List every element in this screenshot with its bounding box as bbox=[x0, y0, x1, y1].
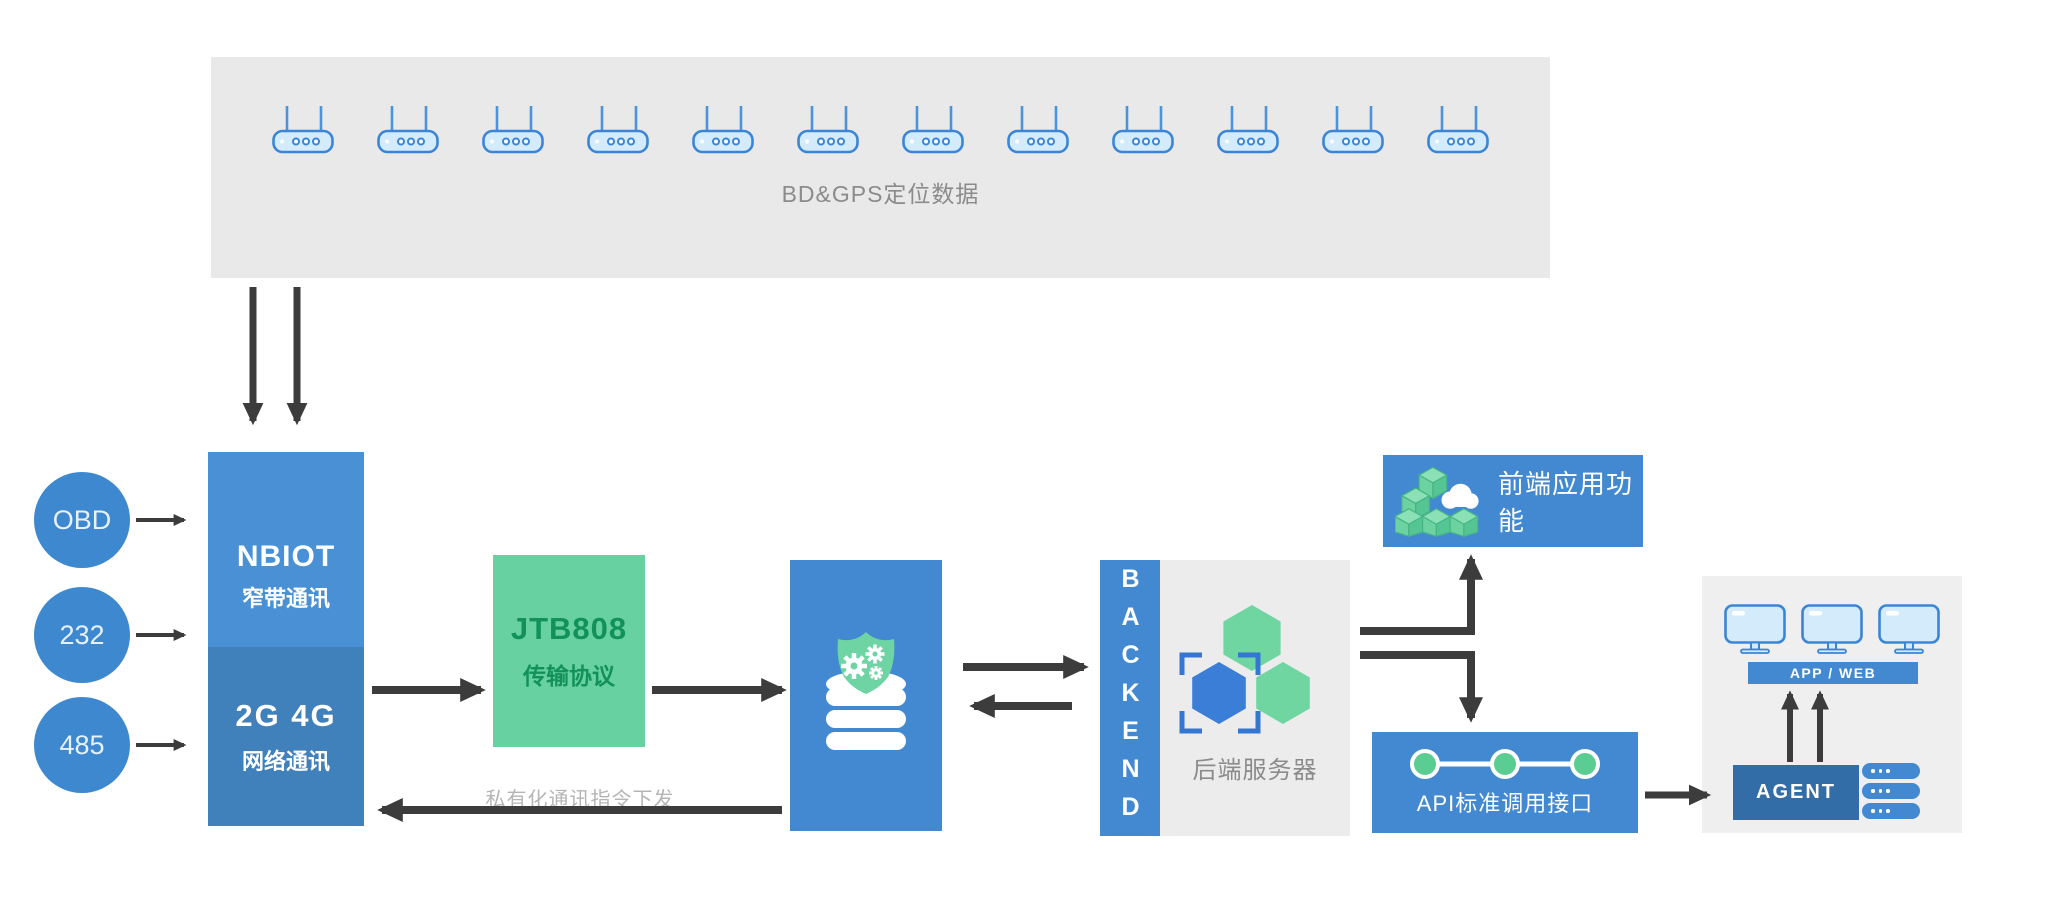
return-command-label: 私有化通讯指令下发 bbox=[485, 789, 675, 811]
protocol-box: JTB808 传输协议 bbox=[493, 555, 645, 747]
client-panel: APP / WEB AGENT bbox=[1702, 576, 1962, 833]
server-rack-icon bbox=[1862, 763, 1920, 779]
gateway-nbiot-title: NBIOT bbox=[236, 540, 336, 573]
api-box: API标准调用接口 bbox=[1372, 732, 1638, 833]
router-icon bbox=[1217, 106, 1279, 154]
frontend-label: 前端应用功能 bbox=[1498, 469, 1634, 536]
monitor-row bbox=[1702, 604, 1962, 654]
api-label: API标准调用接口 bbox=[1416, 791, 1594, 816]
router-icon bbox=[377, 106, 439, 154]
arrow-backend-to-api bbox=[1360, 651, 1483, 723]
desktop-monitor-icon bbox=[1878, 604, 1940, 654]
router-icon bbox=[272, 106, 334, 154]
gateway-box: NBIOT 窄带通讯 2G 4G 网络通讯 bbox=[208, 452, 364, 826]
router-icon bbox=[902, 106, 964, 154]
arrow-backend-to-frontend bbox=[1360, 554, 1483, 635]
devices-caption: BD&GPS定位数据 bbox=[781, 181, 980, 207]
gateway-2g4g-title: 2G 4G bbox=[235, 697, 337, 733]
server-stack bbox=[1862, 763, 1920, 819]
server-rack-icon bbox=[1862, 803, 1920, 819]
router-icon bbox=[1427, 106, 1489, 154]
router-icon bbox=[1112, 106, 1174, 154]
protocol-subtitle: 传输协议 bbox=[523, 663, 615, 689]
input-circle-obd: OBD bbox=[34, 472, 130, 568]
linked-endpoints-icon bbox=[1410, 749, 1600, 779]
agent-box: AGENT bbox=[1733, 765, 1859, 820]
hexagon-modules-icon bbox=[1179, 605, 1310, 734]
backend-caption: 后端服务器 bbox=[1192, 757, 1318, 784]
router-icon bbox=[587, 106, 649, 154]
shield-gears-database-icon bbox=[826, 631, 906, 750]
router-icon bbox=[1322, 106, 1384, 154]
gateway-2g4g-subtitle: 网络通讯 bbox=[241, 748, 330, 774]
router-icon bbox=[1007, 106, 1069, 154]
router-icon bbox=[482, 106, 544, 154]
input-circle-485: 485 bbox=[34, 697, 130, 793]
app-web-bar: APP / WEB bbox=[1748, 662, 1918, 684]
backend-server-box: 后端服务器 bbox=[1160, 560, 1350, 836]
gateway-nbiot-subtitle: 窄带通讯 bbox=[241, 586, 330, 611]
frontend-box: 前端应用功能 bbox=[1383, 455, 1643, 547]
cubes-cloud-icon bbox=[1395, 466, 1479, 537]
protocol-title: JTB808 bbox=[510, 611, 628, 646]
gateway-nbiot-section: NBIOT 窄带通讯 bbox=[208, 452, 364, 647]
router-row bbox=[272, 103, 1489, 155]
gateway-2g4g-section: 2G 4G 网络通讯 bbox=[208, 647, 364, 826]
desktop-monitor-icon bbox=[1801, 604, 1863, 654]
desktop-monitor-icon bbox=[1724, 604, 1786, 654]
secure-database-box bbox=[790, 560, 942, 831]
backend-vertical-bar: BACKEND bbox=[1100, 560, 1160, 836]
input-circle-232: 232 bbox=[34, 587, 130, 683]
gps-devices-bar: BD&GPS定位数据 bbox=[211, 57, 1550, 278]
backend-vertical-label: BACKEND bbox=[1116, 565, 1145, 831]
server-rack-icon bbox=[1862, 783, 1920, 799]
router-icon bbox=[797, 106, 859, 154]
router-icon bbox=[692, 106, 754, 154]
